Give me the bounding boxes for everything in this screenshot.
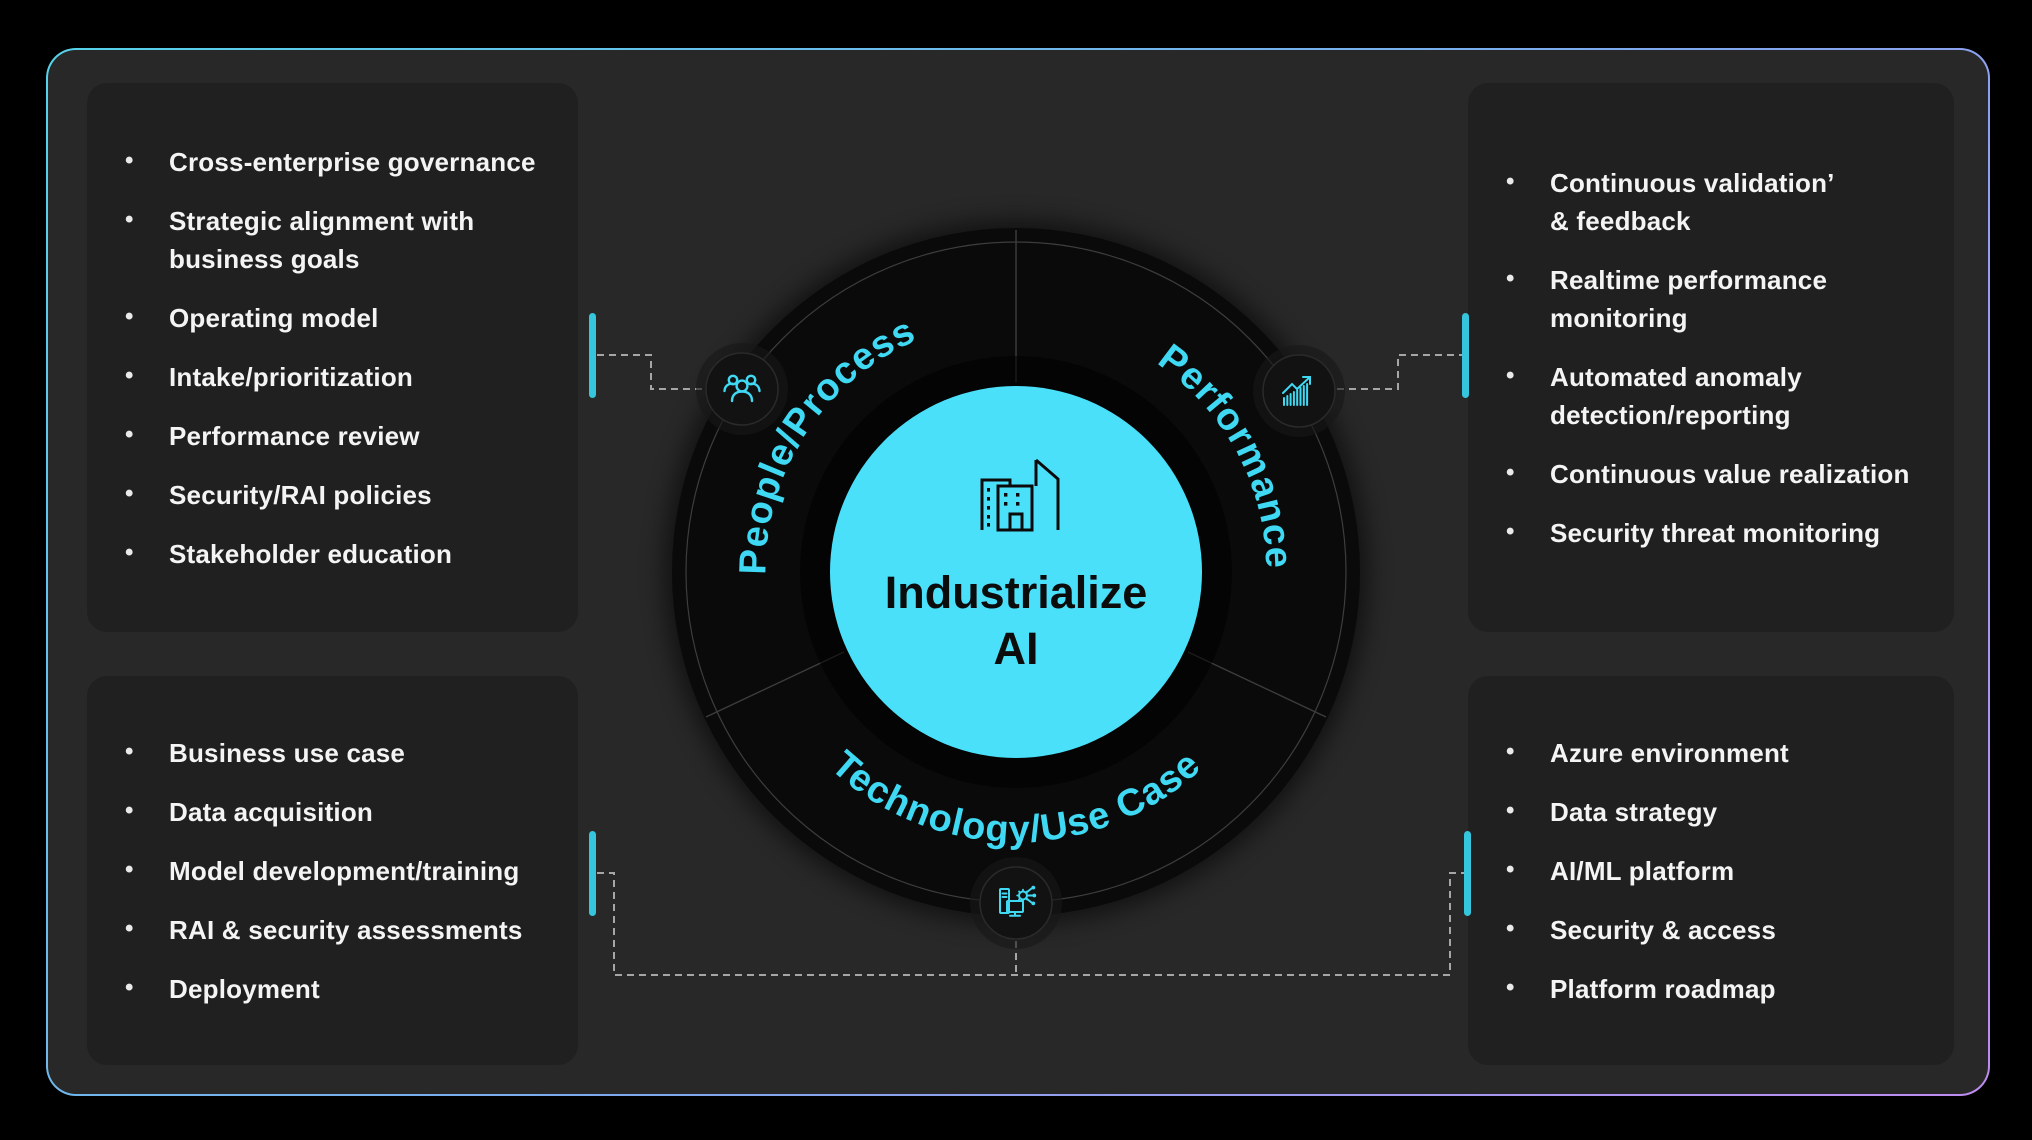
list-item: Data acquisition [123, 792, 552, 831]
list-item: Business use case [123, 733, 552, 772]
accent-bar-bottom-left [589, 831, 596, 916]
list-item: Model development/training [123, 851, 552, 890]
panel-technology-use-case-list: Business use caseData acquisitionModel d… [123, 733, 552, 1008]
accent-bar-top-left [589, 313, 596, 398]
list-item: AI/ML platform [1504, 851, 1928, 890]
list-item: Deployment [123, 969, 552, 1008]
accent-bar-top-right [1462, 313, 1469, 398]
panel-performance: Continuous validation’ & feedbackRealtim… [1468, 83, 1954, 632]
list-item: Stakeholder education [123, 534, 552, 573]
list-item: Automated anomaly detection/reporting [1504, 357, 1928, 434]
list-item: Realtime performance monitoring [1504, 260, 1928, 337]
list-item: Operating model [123, 298, 552, 337]
list-item: Cross-enterprise governance [123, 142, 552, 181]
list-item: Security & access [1504, 910, 1928, 949]
list-item: Continuous value realization [1504, 454, 1928, 493]
list-item: Performance review [123, 416, 552, 455]
panel-people-process: Cross-enterprise governanceStrategic ali… [87, 83, 578, 632]
list-item: Intake/prioritization [123, 357, 552, 396]
list-item: RAI & security assessments [123, 910, 552, 949]
list-item: Security/RAI policies [123, 475, 552, 514]
list-item: Continuous validation’ & feedback [1504, 163, 1928, 240]
list-item: Azure environment [1504, 733, 1928, 772]
panel-people-process-list: Cross-enterprise governanceStrategic ali… [123, 142, 552, 573]
list-item: Security threat monitoring [1504, 513, 1928, 552]
panel-platform: Azure environmentData strategyAI/ML plat… [1468, 676, 1954, 1065]
panel-technology-use-case: Business use caseData acquisitionModel d… [87, 676, 578, 1065]
panel-platform-list: Azure environmentData strategyAI/ML plat… [1504, 733, 1928, 1008]
list-item: Strategic alignment with business goals [123, 201, 552, 278]
list-item: Data strategy [1504, 792, 1928, 831]
list-item: Platform roadmap [1504, 969, 1928, 1008]
accent-bar-bottom-right [1464, 831, 1471, 916]
panel-performance-list: Continuous validation’ & feedbackRealtim… [1504, 163, 1928, 552]
